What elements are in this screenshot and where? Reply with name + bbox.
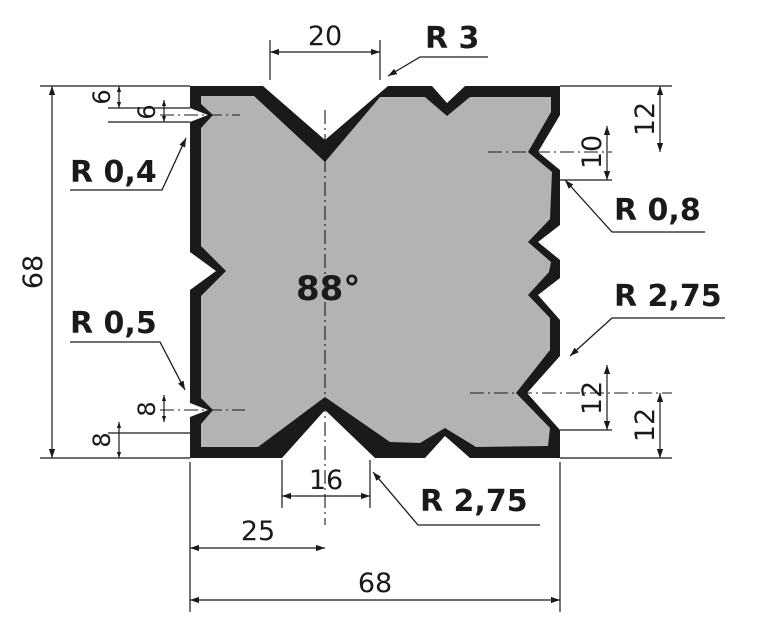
radius-label-r04: R 0,4 [70,155,157,190]
die-body [201,96,552,447]
dim-left-bottom-b: 8 [133,401,161,416]
dimension-lines [48,48,664,604]
leader-r275-bottom [372,471,540,526]
dim-top-opening: 20 [308,21,342,52]
radius-label-r275-right: R 2,75 [614,279,722,314]
radius-label-r05: R 0,5 [70,306,157,341]
dim-total-width: 68 [358,568,392,599]
dim-bottom-opening: 16 [309,465,343,496]
leader-r3 [387,56,488,77]
radius-label-r275-bottom: R 2,75 [420,484,528,519]
dim-right-bottom-b: 12 [577,381,608,415]
dim-total-height: 68 [18,255,49,289]
leader-r275-right [569,317,725,357]
leader-r08 [564,179,705,233]
dimension-values: 20 16 25 68 68 6 6 8 8 12 10 12 12 [18,21,661,599]
dim-left-bottom-a: 8 [88,432,116,447]
dim-left-top-a: 6 [88,89,116,104]
leader-r05 [70,341,186,391]
extension-lines [40,40,672,612]
dim-left-offset: 25 [241,516,275,547]
radius-labels: R 3 R 0,4 R 0,8 R 2,75 R 0,5 R 2,75 [70,21,722,519]
dim-right-bottom-a: 12 [630,408,661,442]
dim-right-top-b: 10 [577,135,608,169]
radius-label-r08: R 0,8 [614,193,701,228]
dim-right-top-a: 12 [630,102,661,136]
die-profile [190,86,560,458]
leader-r04 [70,137,187,191]
dim-left-top-b: 6 [133,104,161,119]
angle-label: 88° [296,269,360,309]
center-lines [160,110,672,525]
radius-label-r3: R 3 [425,21,479,56]
radius-leaders [70,56,725,526]
